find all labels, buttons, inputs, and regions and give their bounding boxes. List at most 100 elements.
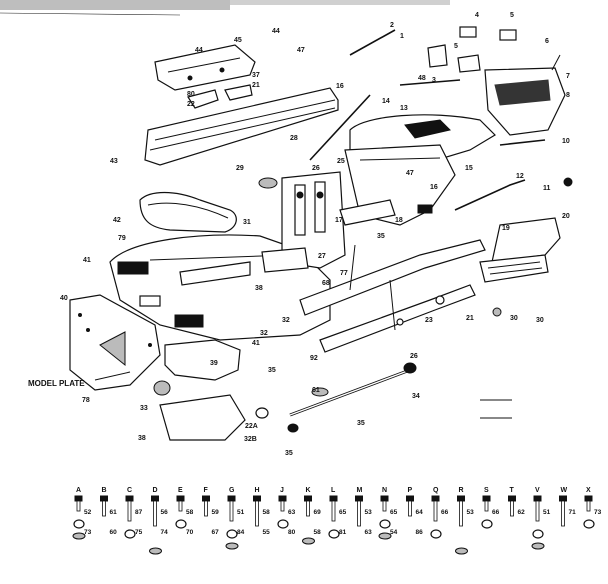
- hardware-letter-m: M: [357, 487, 363, 494]
- part-footrest: [479, 217, 561, 283]
- nut-icon: [124, 529, 136, 539]
- nut-icon: [583, 519, 595, 529]
- hardware-part-number: 66: [492, 509, 500, 516]
- part-knob: [258, 177, 278, 189]
- nut-icon: [532, 529, 544, 539]
- callout-41: 40: [60, 295, 68, 302]
- callout-49: 48: [418, 75, 426, 82]
- callout-6: 6: [545, 38, 549, 45]
- fastener-head-icon: [508, 495, 516, 502]
- callout-79: 80: [187, 91, 195, 98]
- callout-36b: 35: [377, 233, 385, 240]
- hardware-letter-b: B: [102, 487, 107, 494]
- callout-14: 14: [382, 98, 390, 105]
- fastener-shank-icon: [510, 500, 514, 517]
- fastener-shank-icon: [382, 500, 387, 512]
- callout-21: 21: [252, 82, 260, 89]
- washer-icon: [225, 542, 239, 550]
- hardware-letter-w: W: [561, 487, 568, 494]
- fastener-head-icon: [431, 495, 440, 502]
- part-lower-bracket: [164, 339, 241, 381]
- hardware-part-number: 59: [212, 509, 220, 516]
- hardware-part-number: 80: [288, 529, 296, 536]
- hardware-part-number: 53: [365, 509, 373, 516]
- callout-40: 39: [210, 360, 218, 367]
- hardware-letter-d: D: [153, 487, 158, 494]
- callout-47: 45: [234, 37, 242, 44]
- hardware-letter-p: P: [408, 487, 413, 494]
- hardware-part-number: 60: [110, 529, 118, 536]
- fastener-head-icon: [74, 495, 83, 502]
- fastener-head-icon: [380, 495, 389, 502]
- part-long-rod: [287, 362, 417, 433]
- hardware-part-number: 65: [339, 509, 347, 516]
- hardware-part-number: 58: [263, 509, 271, 516]
- hardware-letter-q: Q: [433, 487, 439, 494]
- part-rear-hood: [484, 54, 566, 136]
- callout-26: 23: [425, 317, 433, 324]
- hardware-letter-x: X: [586, 487, 591, 494]
- callout-10: 10: [562, 138, 570, 145]
- hardware-part-number: 61: [110, 509, 118, 516]
- hardware-part-number: 51: [543, 509, 551, 516]
- hardware-letter-e: E: [178, 487, 183, 494]
- callout-12: 12: [516, 173, 524, 180]
- part-dash-panel: [144, 87, 339, 166]
- callout-7: 7: [566, 73, 570, 80]
- hardware-part-number: 74: [161, 529, 169, 536]
- callout-68: 77: [340, 270, 348, 277]
- hardware-part-number: 53: [467, 509, 475, 516]
- fastener-head-icon: [151, 495, 159, 502]
- fastener-head-icon: [278, 495, 287, 502]
- hardware-part-number: 55: [263, 529, 271, 536]
- fastener-head-icon: [227, 495, 236, 502]
- hardware-part-number: 87: [135, 509, 143, 516]
- callout-5: 5: [510, 12, 514, 19]
- callout-31: 31: [243, 219, 251, 226]
- callout-35: 35: [285, 450, 293, 457]
- hardware-part-number: 69: [314, 509, 322, 516]
- callout-23: 25: [337, 158, 345, 165]
- hardware-letter-h: H: [255, 487, 260, 494]
- callout-32: 32: [282, 317, 290, 324]
- callout-11: 11: [543, 185, 551, 192]
- callout-38: 37: [252, 72, 260, 79]
- nut-icon: [430, 529, 442, 539]
- fastener-shank-icon: [76, 500, 81, 512]
- callout-18: 18: [395, 217, 403, 224]
- callout-27: 27: [318, 253, 326, 260]
- part-steering-rods: [309, 29, 546, 211]
- callout-39: 38: [255, 285, 263, 292]
- washer-icon: [149, 547, 162, 555]
- callout-44: 42: [113, 217, 121, 224]
- fastener-shank-icon: [153, 500, 157, 527]
- hardware-part-number: 73: [594, 509, 602, 516]
- fastener-shank-icon: [280, 500, 285, 512]
- callout-19: 19: [502, 225, 510, 232]
- reference-marks: [480, 399, 512, 419]
- hardware-part-number: 54: [390, 529, 398, 536]
- hardware-part-number: 62: [518, 509, 526, 516]
- hardware-letter-j: J: [280, 487, 284, 494]
- part-side-panel: [69, 294, 161, 391]
- callout-78: 79: [118, 235, 126, 242]
- hardware-letter-a: A: [76, 487, 81, 494]
- fastener-shank-icon: [561, 500, 565, 527]
- washer-icon: [378, 532, 392, 540]
- callout-35b: 35: [268, 367, 276, 374]
- callout-24: 26: [312, 165, 320, 172]
- nut-icon: [277, 519, 289, 529]
- fastener-head-icon: [584, 495, 593, 502]
- part-floor-plate: [339, 199, 396, 226]
- callout-33: 32: [260, 330, 268, 337]
- hardware-part-number: 81: [339, 529, 347, 536]
- part-console-tower: [261, 171, 346, 273]
- fastener-shank-icon: [127, 500, 132, 522]
- hardware-part-number: 84: [237, 529, 245, 536]
- fastener-head-icon: [457, 495, 465, 502]
- callout-39b: 38: [138, 435, 146, 442]
- fastener-shank-icon: [357, 500, 361, 527]
- hardware-part-number: 75: [135, 529, 143, 536]
